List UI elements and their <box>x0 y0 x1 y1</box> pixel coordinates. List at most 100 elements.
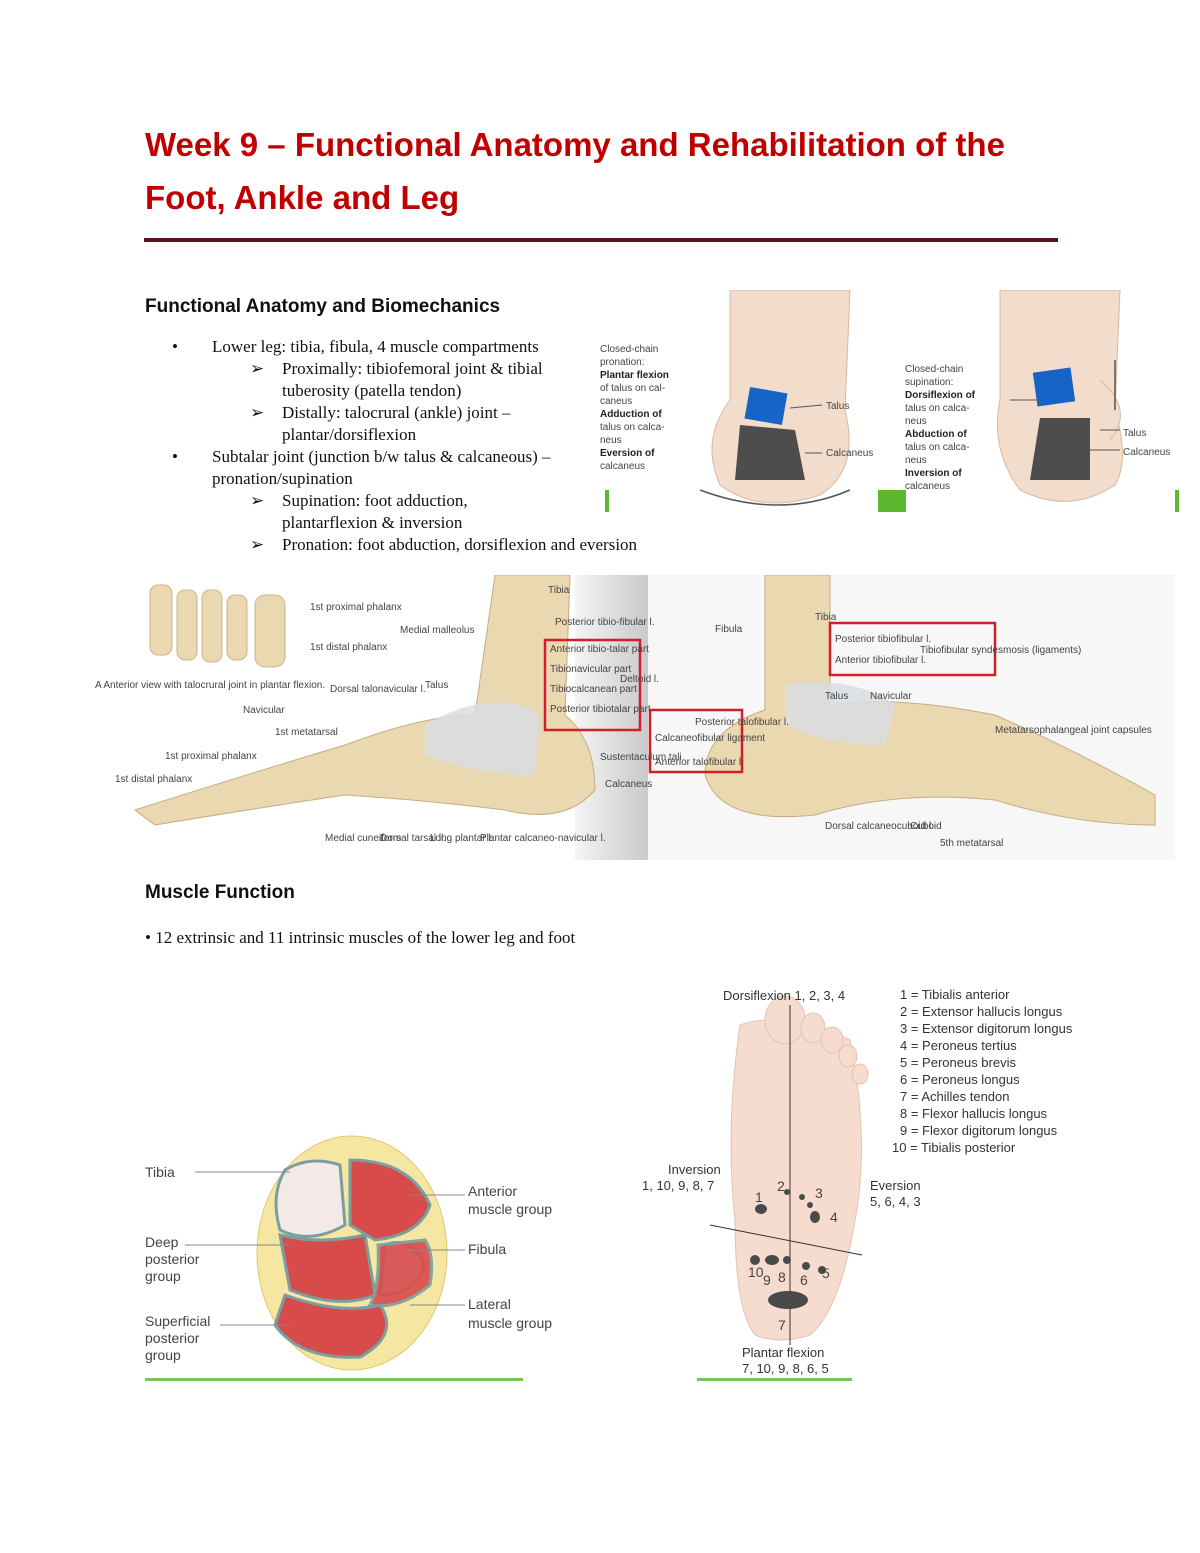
svg-text:Dorsiflexion of: Dorsiflexion of <box>905 390 976 401</box>
label-calcaneus-left: Calcaneus <box>826 448 873 459</box>
muscle-key: 1 = Tibialis anterior 2 = Extensor hallu… <box>892 987 1073 1155</box>
list-item: •Lower leg: tibia, fibula, 4 muscle comp… <box>172 337 539 356</box>
svg-text:1st distal phalanx: 1st distal phalanx <box>310 642 387 653</box>
anatomy-list: •Lower leg: tibia, fibula, 4 muscle comp… <box>172 336 712 556</box>
rotation-arrow-left <box>699 489 851 506</box>
svg-text:Fibula: Fibula <box>715 624 743 635</box>
svg-text:Cuboid: Cuboid <box>910 821 942 832</box>
svg-text:Posterior tibio-fibular l.: Posterior tibio-fibular l. <box>555 617 654 628</box>
svg-text:Closed-chain: Closed-chain <box>905 364 963 375</box>
svg-text:Eversion of: Eversion of <box>600 448 655 459</box>
svg-text:Plantar calcaneo-navicular l.: Plantar calcaneo-navicular l. <box>480 833 606 844</box>
svg-text:Dorsal talonavicular l.: Dorsal talonavicular l. <box>330 684 426 695</box>
svg-text:8: 8 <box>778 1269 786 1285</box>
svg-text:Calcaneus: Calcaneus <box>605 779 652 790</box>
title-line-1: Week 9 – Functional Anatomy and Rehabili… <box>145 126 1005 163</box>
svg-text:Anterior tibiofibular l.: Anterior tibiofibular l. <box>835 655 926 666</box>
green-rule-left <box>145 1378 523 1381</box>
list-subitem: ➢Proximally: tibiofemoral joint & tibial <box>250 359 543 378</box>
label-anterior-1: Anterior <box>468 1183 517 1199</box>
tibia-shape <box>274 1159 347 1238</box>
label-eversion: Eversion <box>870 1178 921 1193</box>
label-lateral-2: muscle group <box>468 1315 552 1331</box>
svg-text:9 = Flexor digitorum longus: 9 = Flexor digitorum longus <box>900 1123 1058 1138</box>
svg-text:Adduction of: Adduction of <box>600 409 662 420</box>
svg-text:Medial cuneiform: Medial cuneiform <box>325 833 401 844</box>
svg-text:Posterior tibiotalar part: Posterior tibiotalar part <box>550 704 651 715</box>
svg-text:calcaneus: calcaneus <box>905 481 950 492</box>
superficial-posterior-compartment <box>273 1293 389 1359</box>
svg-text:6 = Peroneus longus: 6 = Peroneus longus <box>900 1072 1020 1087</box>
svg-text:3 = Extensor digitorum longus: 3 = Extensor digitorum longus <box>900 1021 1073 1036</box>
label-superficial-3: group <box>145 1347 181 1363</box>
svg-text:caneus: caneus <box>600 396 632 407</box>
lateral-compartment <box>367 1238 434 1308</box>
svg-text:Metatarsophalangeal joint caps: Metatarsophalangeal joint capsules <box>995 725 1152 736</box>
label-inversion-nums: 1, 10, 9, 8, 7 <box>642 1178 714 1193</box>
svg-text:Navicular: Navicular <box>870 691 912 702</box>
svg-text:1 = Tibialis anterior: 1 = Tibialis anterior <box>900 987 1010 1002</box>
axis-horizontal <box>709 1224 863 1256</box>
svg-text:Tibiofibular syndesmosis (liga: Tibiofibular syndesmosis (ligaments) <box>920 645 1081 656</box>
calcaneus-block-right <box>1030 418 1090 480</box>
svg-text:Tibionavicular part: Tibionavicular part <box>550 664 632 675</box>
svg-text:Plantar flexion: Plantar flexion <box>600 370 669 381</box>
svg-text:supination:: supination: <box>905 377 953 388</box>
list-subitem-cont: tuberosity (patella tendon) <box>282 381 462 400</box>
list-subitem: ➢Pronation: foot abduction, dorsiflexion… <box>250 535 638 554</box>
svg-text:Dorsal calcaneocuboid l.: Dorsal calcaneocuboid l. <box>825 821 934 832</box>
ankle-labels-left: 1st proximal phalanx 1st distal phalanx … <box>95 585 682 844</box>
section-heading-muscle: Muscle Function <box>145 882 295 903</box>
svg-text:2: 2 <box>777 1178 785 1194</box>
list-item-cont: pronation/supination <box>212 469 353 488</box>
label-talus-left: Talus <box>826 401 849 412</box>
svg-text:1st metatarsal: 1st metatarsal <box>275 727 338 738</box>
foot-sole-outline <box>730 1019 862 1341</box>
svg-text:Tibia: Tibia <box>815 612 837 623</box>
svg-text:4: 4 <box>830 1209 838 1225</box>
svg-text:Posterior tibiofibular l.: Posterior tibiofibular l. <box>835 634 931 645</box>
svg-text:5 = Peroneus brevis: 5 = Peroneus brevis <box>900 1055 1016 1070</box>
deltoid-ligament <box>425 702 540 775</box>
label-lateral-1: Lateral <box>468 1296 511 1312</box>
green-marker <box>878 490 906 512</box>
svg-text:10 = Tibialis posterior: 10 = Tibialis posterior <box>892 1140 1016 1155</box>
svg-text:1: 1 <box>755 1189 763 1205</box>
ankle-ligament-figure: 1st proximal phalanx 1st distal phalanx … <box>95 575 1175 860</box>
svg-text:of talus on cal-: of talus on cal- <box>600 383 665 394</box>
label-eversion-nums: 5, 6, 4, 3 <box>870 1194 921 1209</box>
label-deep-3: group <box>145 1268 181 1284</box>
svg-text:Tibiocalcanean part: Tibiocalcanean part <box>550 684 637 695</box>
svg-text:neus: neus <box>905 455 927 466</box>
label-fibula: Fibula <box>468 1241 506 1257</box>
label-dorsiflexion: Dorsiflexion 1, 2, 3, 4 <box>723 988 845 1003</box>
svg-text:1st proximal phalanx: 1st proximal phalanx <box>165 751 257 762</box>
list-subitem: ➢Distally: talocrural (ankle) joint – <box>250 403 511 422</box>
highlight-box-lateral <box>648 708 744 774</box>
svg-text:1st distal phalanx: 1st distal phalanx <box>115 774 192 785</box>
svg-text:Sustentaculum tali: Sustentaculum tali <box>600 752 682 763</box>
highlight-box-deltoid <box>543 638 642 732</box>
svg-text:Closed-chain: Closed-chain <box>600 344 658 355</box>
leg-cross-section-figure: Tibia Deep posterior group Superficial p… <box>145 1135 552 1371</box>
svg-text:Inversion of: Inversion of <box>905 468 962 479</box>
svg-text:A Anterior view with talocrura: A Anterior view with talocrural joint in… <box>95 680 325 691</box>
label-plantar-flexion-nums: 7, 10, 9, 8, 6, 5 <box>742 1361 829 1376</box>
svg-text:pronation:: pronation: <box>600 357 644 368</box>
deep-posterior-compartment <box>278 1232 377 1303</box>
label-anterior-2: muscle group <box>468 1201 552 1217</box>
muscle-count-bullet: • 12 extrinsic and 11 intrinsic muscles … <box>145 928 576 947</box>
page-title: Week 9 – Functional Anatomy and Rehabili… <box>145 118 1085 224</box>
svg-text:calcaneus: calcaneus <box>600 461 645 472</box>
label-superficial-2: posterior <box>145 1330 200 1346</box>
marker-numbers: 1 2 3 4 5 6 7 8 9 10 <box>748 1178 838 1333</box>
svg-text:5th metatarsal: 5th metatarsal <box>940 838 1003 849</box>
svg-text:7: 7 <box>778 1317 786 1333</box>
svg-text:Deltoid l.: Deltoid l. <box>620 674 659 685</box>
pronation-caption: Closed-chain pronation: Plantar flexion … <box>600 344 669 472</box>
label-tibia: Tibia <box>145 1164 175 1180</box>
svg-text:Tibia: Tibia <box>548 585 570 596</box>
svg-text:4 = Peroneus tertius: 4 = Peroneus tertius <box>900 1038 1017 1053</box>
label-inversion: Inversion <box>668 1162 721 1177</box>
foot-muscle-action-figure: 1 2 3 4 5 6 7 8 9 10 Dorsiflexion 1, 2, … <box>642 987 1073 1376</box>
